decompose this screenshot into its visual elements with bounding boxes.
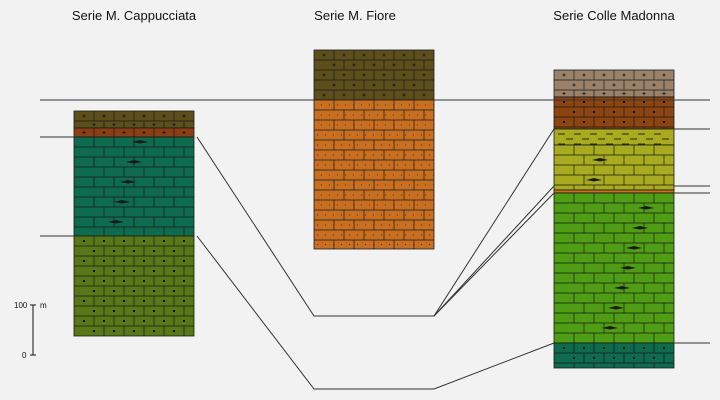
lithology-layer (73, 235, 195, 337)
lithology-layer (73, 136, 195, 237)
column-serie-m-cappucciata (73, 110, 195, 337)
lithology-layer (553, 342, 675, 369)
correlation-line (433, 185, 555, 317)
lithology-layer (553, 69, 675, 98)
correlation-line (196, 128, 555, 317)
scale-unit-label: m (40, 301, 47, 310)
correlation-line (196, 235, 555, 390)
lithology-layer (553, 189, 675, 194)
lithology-layer (313, 99, 435, 250)
column-serie-m-fiore (313, 49, 435, 250)
correlation-lines (40, 99, 710, 390)
column-serie-colle-madonna (553, 69, 675, 369)
scale-label-0: 0 (22, 351, 27, 360)
stratigraphic-columns (73, 49, 675, 369)
lithology-layer (553, 144, 675, 191)
lithology-layer (553, 128, 675, 146)
lithology-layer (553, 192, 675, 344)
lithology-layer (313, 49, 435, 101)
scale-label-100: 100 (14, 301, 28, 310)
lithology-layer (73, 110, 195, 129)
title-serie-m-fiore: Serie M. Fiore (314, 8, 396, 23)
title-serie-colle-madonna: Serie Colle Madonna (553, 8, 675, 23)
scale-bar (30, 304, 36, 356)
lithology-layer (553, 96, 675, 130)
lithology-layer (73, 127, 195, 138)
title-serie-m-cappucciata: Serie M. Cappucciata (71, 8, 197, 23)
correlation-line (433, 192, 555, 317)
